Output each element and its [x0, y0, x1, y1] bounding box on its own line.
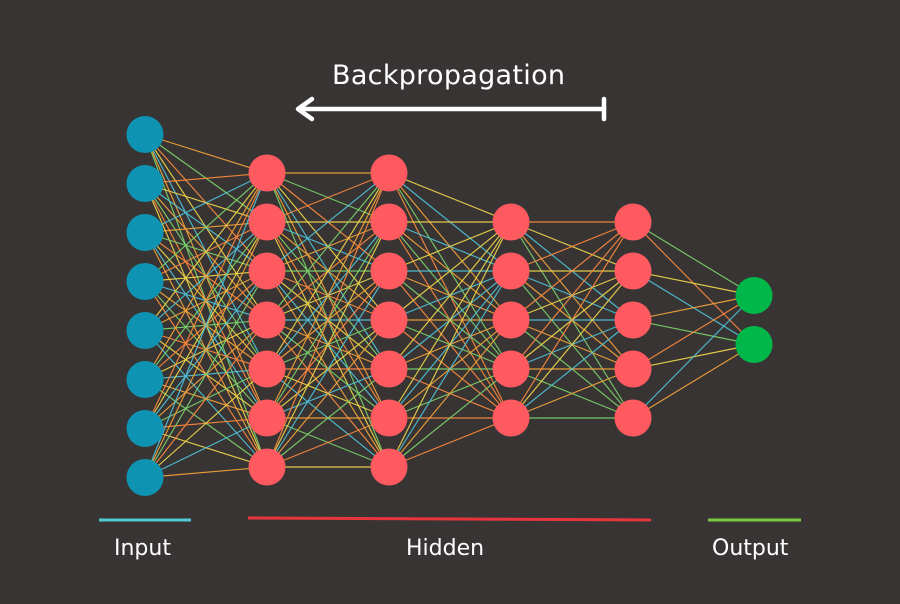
input-neuron [126, 312, 164, 349]
hidden-4-neuron [614, 350, 652, 388]
connection-edge [388, 221, 512, 419]
connection-edge [144, 221, 268, 478]
connection-edge [388, 221, 512, 321]
connection-edge [144, 466, 268, 479]
diagram-title: Backpropagation [332, 60, 566, 91]
input-neuron [126, 165, 164, 202]
connection-edge [266, 417, 390, 468]
connection-edge [388, 368, 512, 468]
connection-edge [632, 295, 755, 419]
hidden-3-neuron [492, 350, 530, 388]
connection-edge [266, 172, 390, 321]
hidden-1-neuron [248, 350, 286, 388]
connection-edge [510, 221, 634, 419]
connection-edge [144, 270, 268, 478]
connection-edge [266, 172, 390, 370]
hidden-2-neuron [370, 399, 408, 437]
connection-edge [510, 221, 634, 321]
hidden-1-neuron [248, 252, 286, 290]
connection-edge [266, 172, 390, 223]
connection-edge [388, 319, 512, 468]
hidden-1-neuron [248, 448, 286, 486]
input-neuron [126, 459, 164, 496]
connection-edge [144, 417, 268, 479]
neurons [126, 116, 773, 496]
connection-edge [144, 172, 268, 282]
hidden-1-neuron [248, 154, 286, 192]
hidden-legend-line [247, 516, 652, 522]
connection-edge [510, 368, 634, 419]
connection-edge [510, 221, 634, 370]
hidden-2-neuron [370, 252, 408, 290]
hidden-1-neuron [248, 301, 286, 339]
input-neuron [126, 116, 164, 153]
output-neuron [735, 326, 773, 363]
connection-edge [266, 319, 390, 468]
hidden-3-neuron [492, 252, 530, 290]
connection-edge [388, 221, 512, 468]
connection-edge [388, 221, 512, 272]
connection-edge [144, 368, 268, 478]
connection-edge [388, 221, 512, 370]
connection-edge [266, 368, 390, 468]
hidden-3-neuron [492, 203, 530, 241]
hidden-4-neuron [614, 203, 652, 241]
connections [144, 133, 755, 479]
connection-edge [144, 133, 268, 174]
hidden-1-neuron [248, 399, 286, 437]
connection-edge [144, 172, 268, 331]
input-neuron [126, 410, 164, 447]
connection-edge [510, 270, 634, 419]
hidden-2-neuron [370, 301, 408, 339]
connection-edge [144, 172, 268, 234]
input-legend-label: Input [114, 536, 171, 561]
hidden-3-neuron [492, 301, 530, 339]
hidden-2-neuron [370, 448, 408, 486]
hidden-1-neuron [248, 203, 286, 241]
connection-edge [266, 270, 390, 468]
hidden-2-neuron [370, 154, 408, 192]
hidden-3-neuron [492, 399, 530, 437]
connection-edge [632, 221, 755, 296]
hidden-4-neuron [614, 252, 652, 290]
input-neuron [126, 361, 164, 398]
input-neuron [126, 214, 164, 251]
backprop-arrow [295, 96, 607, 122]
connection-edge [266, 172, 390, 419]
connection-edge [388, 270, 512, 468]
connection-edge [144, 172, 268, 429]
connection-edge [510, 319, 634, 419]
connection-edge [144, 172, 268, 380]
output-neuron [735, 277, 773, 314]
connection-edge [388, 172, 512, 223]
hidden-2-neuron [370, 350, 408, 388]
connection-edge [266, 221, 390, 468]
connection-edge [632, 270, 755, 297]
connection-edge [632, 295, 755, 370]
output-legend-label: Output [712, 536, 789, 561]
hidden-legend-label: Hidden [406, 536, 485, 561]
hidden-2-neuron [370, 203, 408, 241]
connection-edge [144, 172, 268, 185]
connection-edge [266, 172, 390, 272]
connection-edge [510, 221, 634, 272]
hidden-4-neuron [614, 301, 652, 339]
connection-edge [632, 344, 755, 419]
connection-edge [632, 294, 755, 321]
input-neuron [126, 263, 164, 300]
hidden-4-neuron [614, 399, 652, 437]
connection-edge [144, 319, 268, 478]
arrow-head-icon [295, 96, 315, 122]
connection-edge [266, 172, 390, 468]
connection-edge [144, 172, 268, 478]
connection-edge [388, 417, 512, 468]
